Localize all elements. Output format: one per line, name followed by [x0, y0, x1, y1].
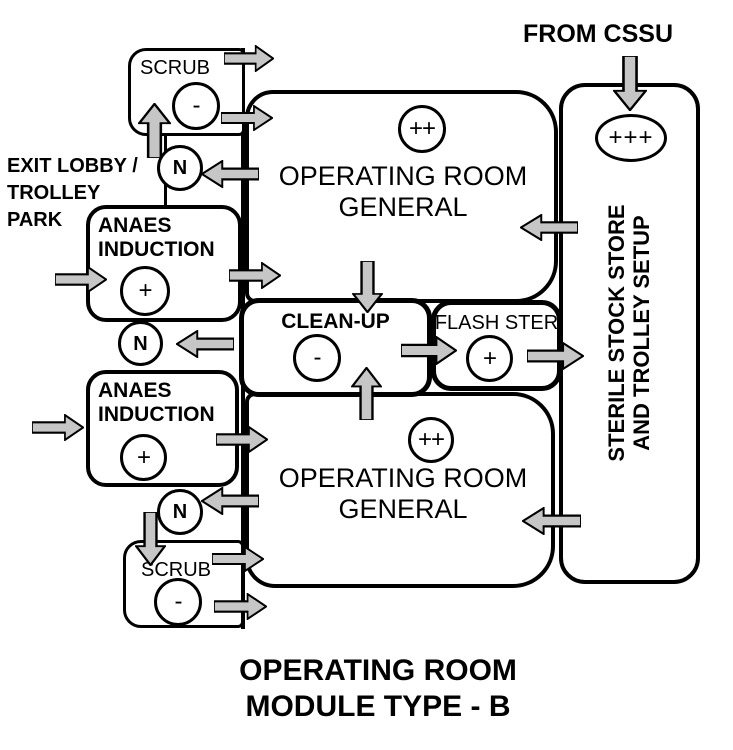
flash-ster-label: FLASH STER: [434, 312, 559, 334]
pressure-or-bottom: ++: [408, 417, 454, 463]
or-bottom-label: OPERATING ROOM GENERAL: [278, 463, 528, 524]
clean-up-label: CLEAN-UP: [281, 310, 390, 333]
arrow-lobby-to-scrub-bottom-icon: [135, 512, 166, 566]
anaes-top-label: ANAES INDUCTION: [98, 214, 215, 261]
or-top-label: OPERATING ROOM GENERAL: [278, 161, 528, 222]
arrow-entry-to-anaes-bottom-icon: [32, 414, 84, 441]
arrow-or-bottom-to-cleanup-icon: [351, 367, 382, 420]
arrow-or-top-to-cleanup-icon: [352, 261, 383, 313]
pressure-sterile-store: +++: [595, 114, 667, 162]
arrow-anaes-bottom-to-or-icon: [216, 426, 268, 453]
scrub-top-label: SCRUB: [140, 57, 211, 79]
arrow-store-to-or-bottom-icon: [522, 507, 581, 535]
arrow-scrub-bottom-to-or-icon: [212, 546, 264, 572]
room-operating-room-general-bottom: [245, 392, 555, 588]
arrow-store-to-or-top-icon: [520, 214, 578, 241]
pressure-flash-ster: +: [466, 335, 513, 382]
arrow-corridor-to-airlock-mid-icon: [176, 330, 234, 358]
arrow-anaes-top-to-or-icon: [229, 262, 281, 289]
exit-lobby-label: EXIT LOBBY / TROLLEY PARK: [7, 155, 138, 231]
pressure-or-top: ++: [398, 105, 446, 153]
airlock-mid: N: [118, 321, 163, 366]
pressure-scrub-top: -: [172, 82, 220, 130]
pressure-anaes-top: +: [120, 266, 170, 316]
arrow-scrub-bottom-exit-icon: [214, 593, 267, 620]
pressure-anaes-bottom: +: [120, 434, 167, 481]
arrow-corridor-to-airlock-top-icon: [201, 160, 259, 188]
arrow-from-cssu-icon: [613, 56, 647, 111]
diagram-title: OPERATING ROOM MODULE TYPE - B: [239, 654, 517, 723]
pressure-clean-up: -: [293, 334, 341, 382]
arrow-entry-to-anaes-top-icon: [55, 266, 107, 293]
scrub-bottom-label: SCRUB: [141, 559, 212, 581]
arrow-flashster-to-store-icon: [527, 342, 584, 370]
pressure-scrub-bottom: -: [154, 578, 202, 626]
arrow-cleanup-to-flashster-icon: [401, 336, 457, 365]
arrow-scrub-top-to-or-icon: [221, 105, 273, 131]
arrow-scrub-top-exit-icon: [224, 45, 274, 72]
airlock-bottom: N: [157, 489, 203, 535]
airlock-top: N: [157, 145, 203, 191]
arrow-corridor-to-airlock-bottom-icon: [201, 487, 259, 515]
anaes-bottom-label: ANAES INDUCTION: [98, 379, 215, 426]
from-cssu-label: FROM CSSU: [523, 20, 673, 48]
arrow-lobby-to-scrub-top-icon: [138, 103, 171, 158]
